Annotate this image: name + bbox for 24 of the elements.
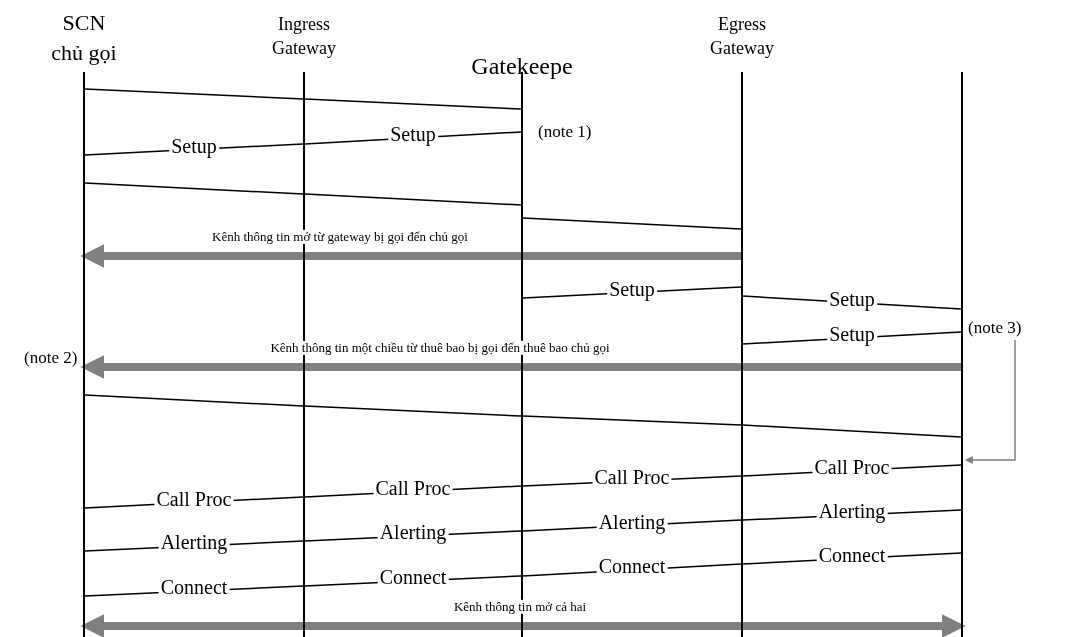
channel-label: Kênh thông tin mở cả hai — [451, 599, 589, 615]
leader-line — [964, 339, 1016, 464]
lifeline — [961, 72, 963, 637]
lifeline-header: SCN chủ gọi — [50, 9, 118, 67]
channel-arrow — [80, 614, 966, 637]
message-line — [522, 217, 742, 230]
channel-arrow — [80, 355, 962, 379]
message-line — [84, 182, 304, 195]
lifeline-header: Gatekeepe — [471, 52, 573, 81]
message-line — [522, 415, 742, 426]
channel-label: Kênh thông tin một chiều từ thuê bao bị gọi đến thuê bao chủ gọi — [268, 340, 612, 356]
message-line — [84, 88, 304, 100]
note-text: (note 1) — [538, 122, 592, 142]
channel-arrow — [80, 244, 742, 268]
message-line — [742, 424, 962, 438]
message-line — [304, 98, 522, 110]
lifeline-header: Ingress Gateway — [271, 13, 337, 61]
message-line — [304, 193, 522, 206]
message-line — [84, 394, 304, 407]
lifeline-header: Egress Gateway — [709, 13, 775, 61]
message-line — [304, 405, 522, 417]
channel-label: Kênh thông tin mở từ gateway bị gọi đến chủ gọi — [210, 229, 470, 245]
note-text: (note 3) — [968, 318, 1022, 338]
note-text: (note 2) — [24, 348, 78, 368]
